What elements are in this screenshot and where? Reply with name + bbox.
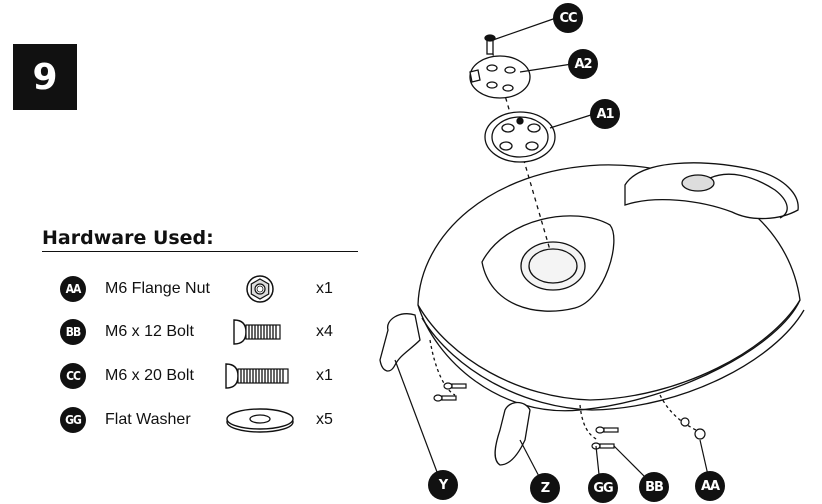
short-bolt-icon: [233, 319, 281, 345]
hardware-name: M6 Flange Nut: [105, 280, 210, 297]
lid-rim: [417, 299, 801, 401]
hardware-name: Flat Washer: [105, 411, 191, 428]
flat-washer-icon: [226, 408, 294, 433]
callout-a2: A2: [568, 49, 598, 79]
callout-a1: A1: [590, 99, 620, 129]
callout-y: Y: [428, 470, 458, 500]
long-bolt-icon: [225, 363, 289, 389]
hardware-code-badge: GG: [60, 407, 86, 433]
hardware-title: Hardware Used:: [42, 227, 214, 249]
hardware-qty: x1: [316, 367, 333, 384]
step-number-box: 9: [13, 44, 77, 110]
hardware-code-badge: BB: [60, 319, 86, 345]
hardware-qty: x5: [316, 411, 333, 428]
hardware-qty: x4: [316, 323, 333, 340]
hardware-row-cc: CC M6 x 20 Bolt x1: [60, 361, 360, 391]
callout-z: Z: [530, 473, 560, 503]
flange-nut-icon: [246, 275, 274, 303]
hardware-code-badge: AA: [60, 276, 86, 302]
callout-gg: GG: [588, 473, 618, 503]
callout-cc: CC: [553, 3, 583, 33]
callout-bb: BB: [639, 472, 669, 502]
hardware-row-aa: AA M6 Flange Nut x1: [60, 274, 360, 304]
hardware-name: M6 x 20 Bolt: [105, 367, 194, 384]
hinge-bracket-z: [494, 401, 531, 466]
hinge-bracket-y: [379, 313, 421, 372]
hardware-name: M6 x 12 Bolt: [105, 323, 194, 340]
hardware-row-bb: BB M6 x 12 Bolt x4: [60, 317, 360, 347]
vent-plate-a2: [469, 55, 531, 99]
hardware-qty: x1: [316, 280, 333, 297]
hardware-code-badge: CC: [60, 363, 86, 389]
exploded-lid-diagram: [379, 17, 805, 485]
callout-aa: AA: [695, 471, 725, 501]
hardware-divider: [42, 251, 358, 252]
step-number: 9: [32, 56, 58, 98]
lid-handle: [624, 162, 799, 220]
hardware-row-gg: GG Flat Washer x5: [60, 405, 360, 435]
